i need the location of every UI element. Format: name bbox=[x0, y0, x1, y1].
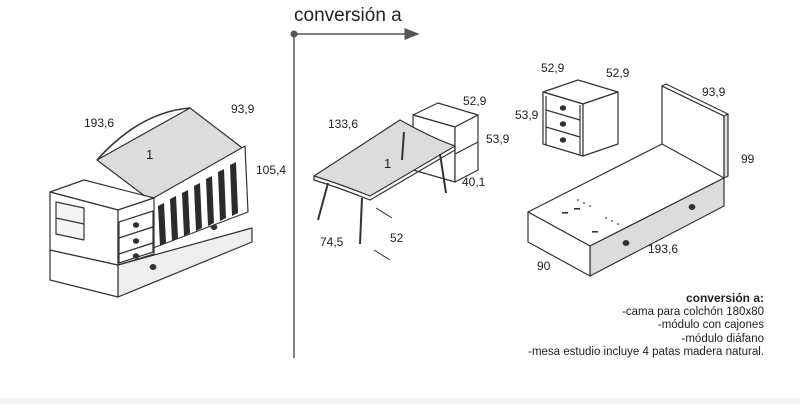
bed-dim-width: 90 bbox=[537, 259, 551, 273]
bed-dim-headboard-depth: 93,9 bbox=[702, 85, 726, 99]
crib-dim-depth: 93,9 bbox=[231, 102, 255, 116]
notes-line: -mesa estudio incluye 4 patas madera nat… bbox=[528, 346, 764, 359]
desk-dim-top-width: 133,6 bbox=[328, 117, 358, 131]
notes-line: -módulo con cajones bbox=[657, 319, 764, 332]
desk-dim-top-depth: 52 bbox=[390, 231, 404, 245]
footer-divider bbox=[0, 398, 800, 404]
desk-drawing bbox=[313, 102, 479, 261]
crib-drawers bbox=[118, 210, 154, 264]
desk-leg bbox=[359, 197, 363, 245]
desk-dim-leg-height: 74,5 bbox=[320, 235, 344, 249]
desk-leg bbox=[317, 182, 329, 221]
desk-leg bbox=[401, 131, 405, 161]
bed-dim-headboard-height: 99 bbox=[741, 152, 755, 166]
crib-panel-number: 1 bbox=[146, 147, 153, 162]
drawer-unit-drawing bbox=[542, 79, 619, 157]
bed-platform-marks bbox=[562, 199, 619, 233]
notes-line: -cama para colchón 180x80 bbox=[622, 305, 764, 318]
notes-title: conversión a: bbox=[685, 291, 764, 305]
desk-leg bbox=[439, 153, 447, 194]
bed-end-face bbox=[527, 211, 591, 277]
drawer-unit-dim-height: 53,9 bbox=[515, 108, 539, 122]
drawer-unit-dim-width: 52,9 bbox=[541, 61, 565, 75]
notes-line: -módulo diáfano bbox=[681, 332, 764, 345]
shelf-dim-depth: 40,1 bbox=[462, 175, 486, 189]
desk-top-number: 1 bbox=[384, 156, 391, 171]
drawer-unit-side bbox=[582, 91, 619, 157]
conversion-title: conversión a bbox=[294, 5, 402, 26]
bed-headboard-side bbox=[723, 113, 729, 179]
crib-drawing bbox=[49, 107, 253, 298]
bed-dim-length: 193,6 bbox=[648, 242, 678, 256]
shelf-dim-height: 53,9 bbox=[486, 132, 510, 146]
crib-dim-height: 105,4 bbox=[256, 163, 286, 177]
crib-slats bbox=[158, 162, 238, 246]
shelf-dim-width: 52,9 bbox=[463, 94, 487, 108]
drawer-unit-dim-depth: 52,9 bbox=[606, 66, 630, 80]
bed-drawing bbox=[527, 83, 729, 277]
crib-base-knob bbox=[149, 264, 157, 271]
crib-dim-length: 193,6 bbox=[84, 116, 114, 130]
conversion-arrow bbox=[290, 28, 420, 358]
conversion-notes: conversión a: -cama para colchón 180x80 … bbox=[528, 291, 764, 360]
